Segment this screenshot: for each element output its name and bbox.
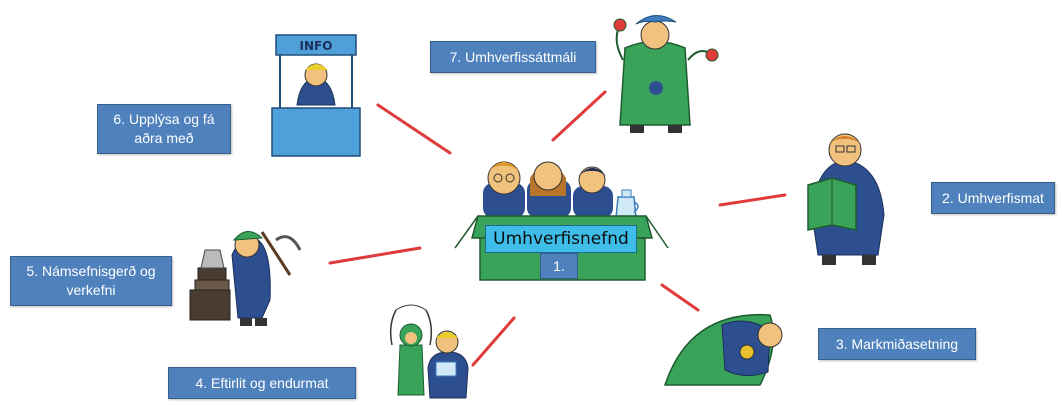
illustration-two-kids xyxy=(389,304,469,399)
step-7-box: 7. Umhverfissáttmáli xyxy=(430,41,596,73)
illustration-plant-man xyxy=(613,15,719,133)
water-jug-icon xyxy=(615,189,639,219)
illustration-info-booth: INFO xyxy=(271,34,361,157)
connector-step-3 xyxy=(660,283,700,312)
connector-step-2 xyxy=(718,193,787,207)
info-booth-sign: INFO xyxy=(300,39,333,53)
step-1-number-label: 1. xyxy=(540,253,578,279)
connector-step-7 xyxy=(551,90,607,142)
connector-step-6 xyxy=(376,103,452,155)
step-6-box: 6. Upplýsa og fá aðra með xyxy=(97,104,231,154)
connector-step-5 xyxy=(328,246,422,265)
illustration-pickaxe-man xyxy=(189,231,302,326)
step-5-box: 5. Námsefnisgerð og verkefni xyxy=(10,256,172,306)
step-4-box: 4. Eftirlit og endurmat xyxy=(168,367,356,399)
committee-member-left xyxy=(483,161,525,218)
committee-sign: Umhverfisnefnd xyxy=(485,225,637,253)
illustration-reading-man xyxy=(807,133,885,265)
connector-step-4 xyxy=(471,316,516,367)
step-2-box: 2. Umhverfismat xyxy=(931,182,1055,214)
illustration-superhero xyxy=(663,313,783,386)
committee-member-middle xyxy=(527,161,571,218)
connector-lines xyxy=(328,90,787,367)
committee-member-right xyxy=(573,166,613,218)
step-3-box: 3. Markmiðasetning xyxy=(818,328,976,360)
